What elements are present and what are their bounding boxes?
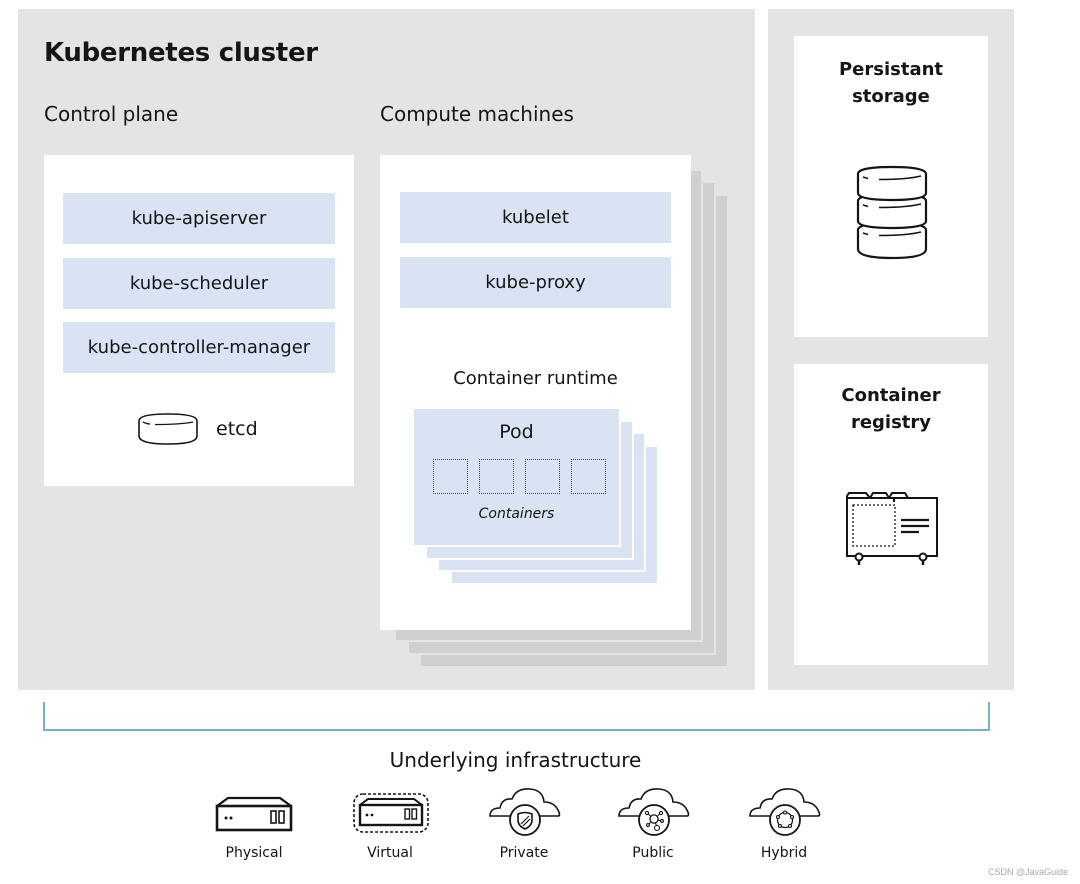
title-line: Container <box>841 385 941 406</box>
persistent-storage-title: Persistant storage <box>794 56 988 110</box>
persistent-storage-card: Persistant storage <box>794 36 988 337</box>
container-registry-card: Container registry <box>794 364 988 665</box>
infra-item-virtual: Virtual <box>340 790 440 870</box>
kube-apiserver-component: kube-apiserver <box>63 193 335 244</box>
kube-proxy-component: kube-proxy <box>400 257 671 308</box>
containers-label: Containers <box>478 506 555 522</box>
infrastructure-bracket <box>43 702 990 731</box>
private-cloud-icon <box>488 786 562 838</box>
server-icon <box>214 796 294 832</box>
kubelet-component: kubelet <box>400 192 671 243</box>
container-registry-title: Container registry <box>794 382 988 436</box>
kube-controller-manager-component: kube-controller-manager <box>63 322 335 373</box>
infra-label: Private <box>499 845 549 861</box>
infra-item-private: Private <box>474 786 574 870</box>
infra-item-hybrid: Hybrid <box>734 786 834 870</box>
container-box <box>571 459 606 494</box>
infra-label: Hybrid <box>760 845 808 861</box>
registry-icon <box>846 490 940 566</box>
component-label: kubelet <box>502 207 569 228</box>
component-label: kube-scheduler <box>129 273 269 294</box>
title-line: registry <box>850 412 932 433</box>
infra-label: Virtual <box>367 845 413 861</box>
infra-label: Physical <box>225 845 283 861</box>
etcd-icon <box>137 412 199 446</box>
infra-item-physical: Physical <box>204 790 304 870</box>
infrastructure-title: Underlying infrastructure <box>389 748 642 772</box>
pod-card: Pod Containers <box>412 407 621 547</box>
component-label: kube-apiserver <box>131 208 267 229</box>
infra-label: Public <box>632 845 674 861</box>
cluster-title: Kubernetes cluster <box>44 38 318 68</box>
pod-label: Pod <box>499 421 534 443</box>
title-line: Persistant <box>838 59 944 80</box>
title-line: storage <box>852 86 930 107</box>
etcd-label: etcd <box>216 418 258 440</box>
database-stack-icon <box>855 165 929 261</box>
compute-machines-heading: Compute machines <box>380 102 574 126</box>
component-label: kube-controller-manager <box>87 337 311 358</box>
kube-scheduler-component: kube-scheduler <box>63 258 335 309</box>
container-box <box>433 459 468 494</box>
container-box <box>479 459 514 494</box>
component-label: kube-proxy <box>485 272 586 293</box>
virtual-server-icon <box>352 792 430 834</box>
watermark: CSDN @JavaGuide <box>988 867 1069 877</box>
control-plane-heading: Control plane <box>44 102 179 126</box>
public-cloud-icon <box>617 786 691 838</box>
container-runtime-label: Container runtime <box>453 368 618 389</box>
hybrid-cloud-icon <box>748 786 822 838</box>
infra-item-public: Public <box>603 786 703 870</box>
containers-row <box>433 459 606 494</box>
container-box <box>525 459 560 494</box>
